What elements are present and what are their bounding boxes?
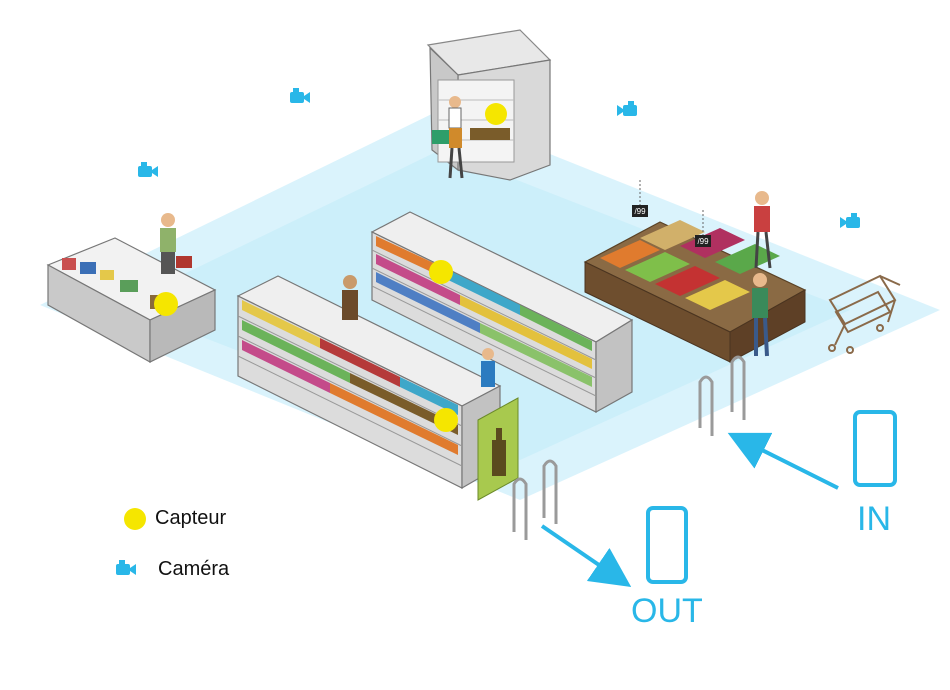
legend-sensor: Capteur (155, 507, 226, 530)
camera-icon-4 (840, 213, 860, 228)
legend-sensor-icon (124, 508, 146, 530)
sensor-fridge (485, 103, 507, 125)
security-gate-in (698, 355, 746, 436)
promo-banner (477, 397, 519, 501)
shopper-basket (160, 213, 192, 274)
entrance-label: IN (857, 500, 891, 538)
sensor-aisle-2 (434, 408, 458, 432)
price-tag-2: /99 (697, 237, 709, 246)
camera-icon-3 (617, 101, 637, 116)
arrow-icon-in (727, 432, 839, 490)
legend-sensor-label: Capteur (155, 507, 227, 529)
price-tag-1: /99 (634, 207, 646, 216)
legend-camera-label: Caméra (158, 558, 230, 580)
sensor-freezer (154, 292, 178, 316)
shelf-aisle-1 (370, 211, 634, 414)
arrow-icon-out (540, 524, 632, 588)
shopper-aisle (342, 275, 358, 320)
camera-icon-1 (290, 88, 310, 103)
legend-camera-icon (116, 560, 136, 575)
shelf-aisle-2 (236, 275, 502, 490)
shopper-fridge (448, 96, 464, 179)
staff-aisle (481, 348, 495, 387)
wall-fridge (426, 29, 552, 181)
sensor-aisle-1 (429, 260, 453, 284)
phone-icon-out (646, 506, 688, 584)
produce-stand: /99 /99 (583, 180, 807, 363)
camera-icon-2 (138, 162, 158, 177)
phone-icon-in (853, 410, 897, 487)
staff-produce (752, 273, 769, 357)
legend-camera: Caméra (158, 558, 229, 581)
exit-label: OUT (631, 592, 703, 630)
shopping-carts (828, 274, 901, 354)
security-gate-out (512, 459, 558, 540)
shopper-produce (754, 191, 772, 269)
